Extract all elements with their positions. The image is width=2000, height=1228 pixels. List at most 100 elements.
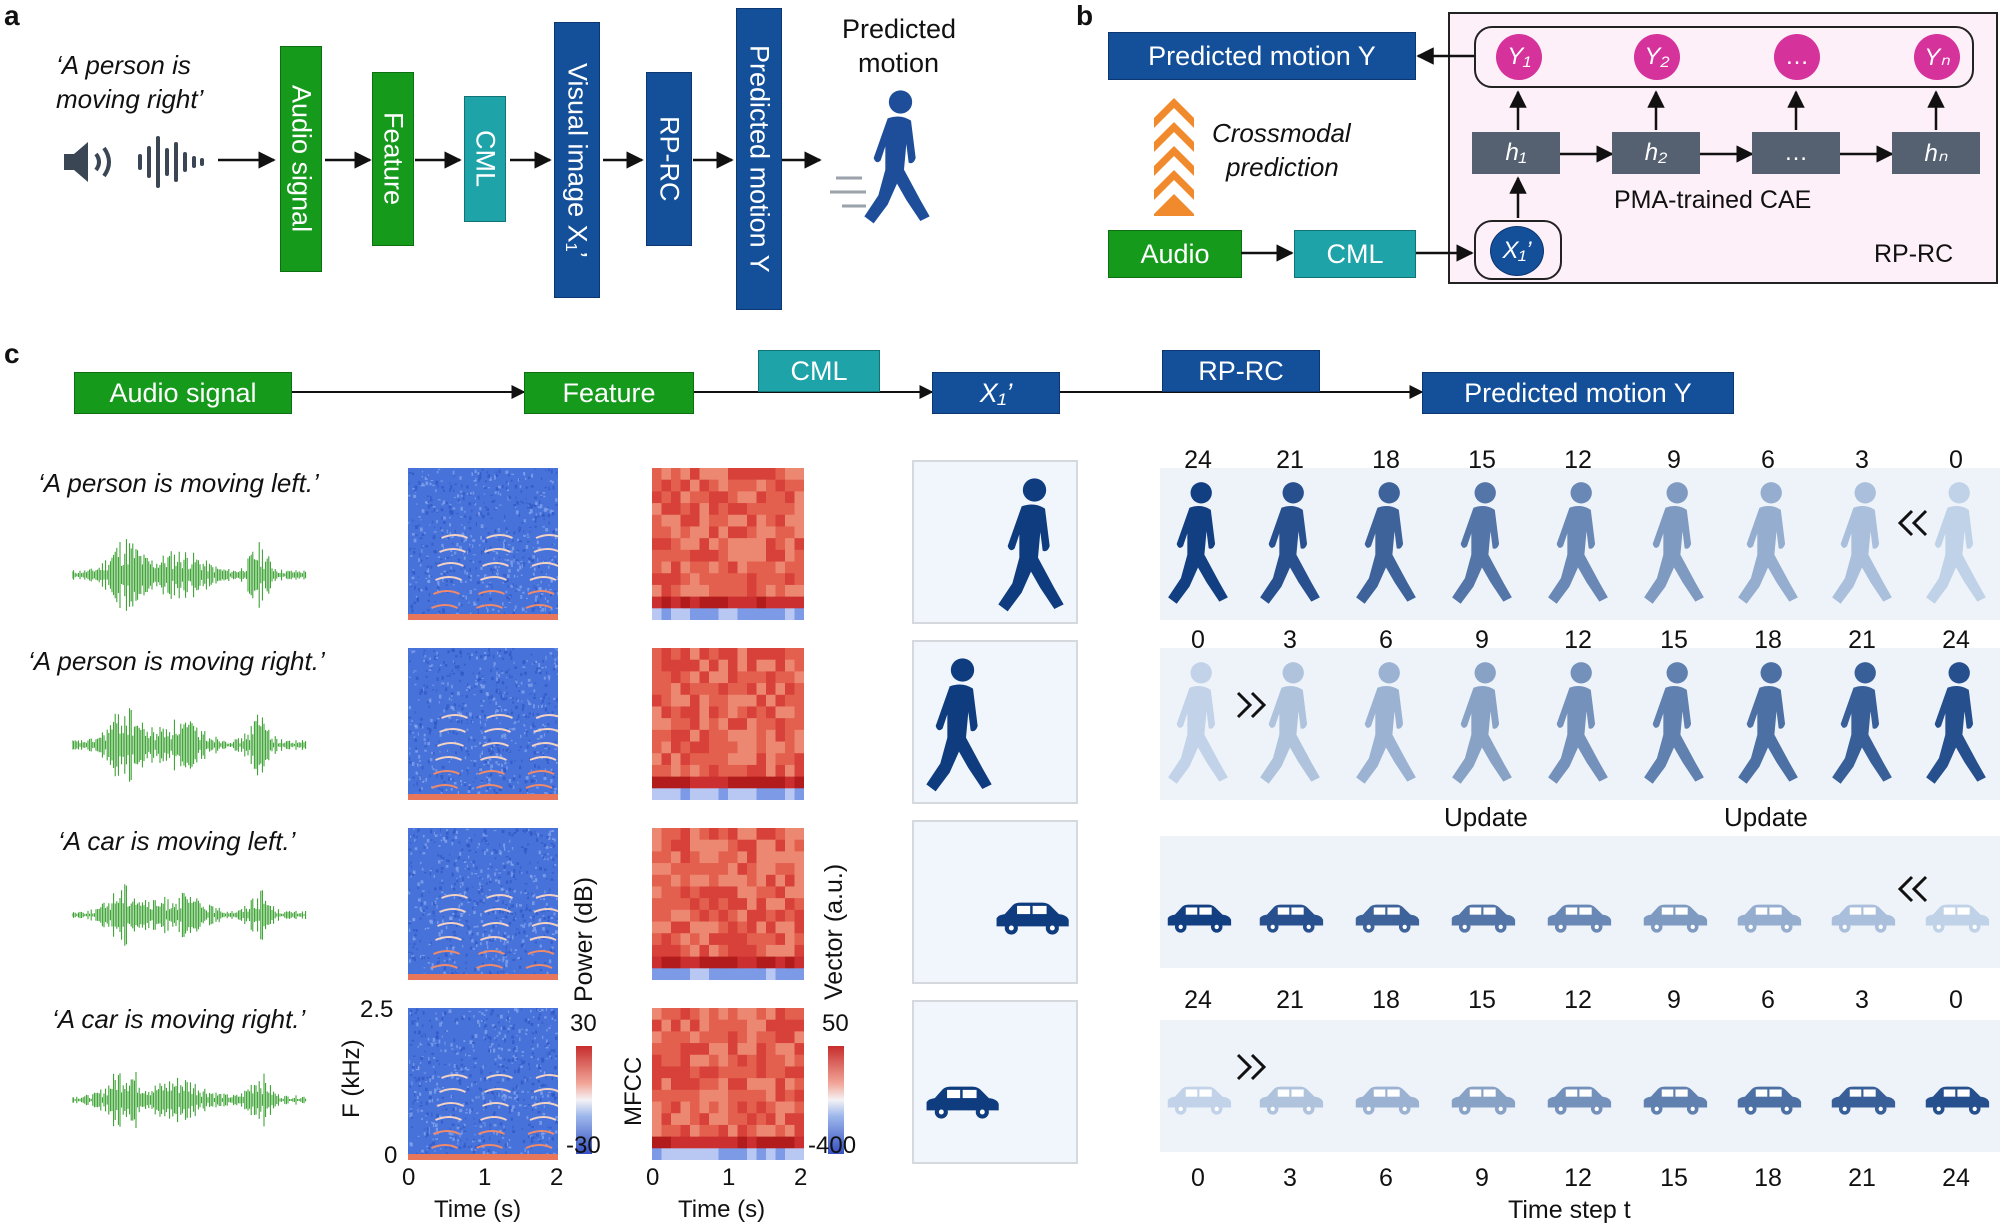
walking-person-icon (1168, 482, 1228, 604)
hidden-node-h1: h₁ (1472, 132, 1560, 174)
car-icon (1547, 1086, 1612, 1115)
sentence-3: ‘A car is moving left.’ (58, 826, 296, 856)
step-label: 12 (1564, 986, 1592, 1014)
step-label: 15 (1660, 626, 1688, 654)
panel-label-c: c (4, 338, 20, 369)
step-label: 18 (1372, 446, 1400, 474)
sentence-4: ‘A car is moving right.’ (52, 1004, 306, 1034)
car-icon (996, 902, 1069, 935)
panel-label-b: b (1076, 0, 1094, 31)
spec-xlabel: Time (s) (434, 1196, 522, 1223)
update-label-2: Update (1724, 802, 1808, 832)
walking-person-icon (1644, 482, 1704, 604)
mfcc-2 (652, 648, 804, 800)
step-label: 18 (1372, 986, 1400, 1014)
step-label: 6 (1761, 446, 1775, 474)
spec-ylabel: F (kHz) (338, 1039, 365, 1118)
car-icon (1547, 904, 1612, 933)
double-chevron-left-icon (1897, 509, 1928, 537)
mfcc-4 (652, 1008, 804, 1160)
predicted-label-2: motion (858, 48, 940, 78)
car-icon (1167, 904, 1232, 933)
walking-person-icon (1738, 662, 1798, 784)
walking-person-icon (1832, 662, 1892, 784)
step-label: 3 (1283, 626, 1297, 654)
spec-cbar-max: 30 (570, 1010, 597, 1037)
spectrogram-1 (408, 468, 558, 620)
visual-image-box: Visual image X₁’ (554, 22, 600, 298)
rprc-label: RP-RC (1874, 240, 1954, 268)
panel-label-a: a (4, 0, 20, 31)
update-label-1: Update (1444, 802, 1528, 832)
car-icon (1451, 1086, 1516, 1115)
step-label: 9 (1475, 626, 1489, 654)
step-label: 15 (1468, 986, 1496, 1014)
walking-person-icon (1260, 662, 1320, 784)
walking-person-icon (830, 90, 930, 224)
sentence-1: ‘A person is moving left.’ (38, 468, 319, 498)
flow-rprc: RP-RC (1162, 350, 1320, 392)
step-label: 3 (1283, 1164, 1297, 1192)
feature-box: Feature (372, 72, 414, 246)
walking-person-icon (1926, 662, 1986, 784)
x1-frame-3 (912, 820, 1078, 984)
step-label: 12 (1564, 626, 1592, 654)
flow-x1: X₁’ (932, 372, 1060, 414)
input-node-x1: X₁’ (1490, 226, 1544, 276)
double-chevron-right-icon (1236, 691, 1267, 719)
predicted-label-1: Predicted (842, 14, 957, 44)
mfcc-colorbar (828, 1046, 844, 1154)
input-node-container (1474, 220, 1562, 280)
panel-a-arrows (218, 151, 822, 169)
step-label: 24 (1942, 1164, 1970, 1192)
output-row (1474, 26, 1974, 88)
step-label: 18 (1754, 1164, 1782, 1192)
step-label: 15 (1660, 1164, 1688, 1192)
rprc-box: RP-RC (646, 72, 692, 246)
car-icon (1643, 904, 1708, 933)
walking-person-icon (1452, 482, 1512, 604)
flow-audio-signal: Audio signal (74, 372, 292, 414)
step-label: 15 (1468, 446, 1496, 474)
car-icon (1737, 904, 1802, 933)
car-icon (1831, 1086, 1896, 1115)
walking-person-icon (1832, 482, 1892, 604)
step-label: 3 (1855, 986, 1869, 1014)
step-label: 18 (1754, 626, 1782, 654)
quote-line-1: ‘A person is (56, 50, 191, 80)
crossmodal-line-2: prediction (1226, 152, 1339, 182)
step-label: 0 (1191, 626, 1205, 654)
crossmodal-arrow-icon (1154, 98, 1194, 216)
step-label: 0 (1949, 986, 1963, 1014)
double-chevron-right-icon (1236, 1053, 1267, 1081)
car-icon (1925, 1086, 1990, 1115)
double-chevron-left-icon (1897, 875, 1928, 903)
cml-box-b: CML (1294, 230, 1416, 278)
panel-c-flow-arrows (290, 385, 1424, 399)
car-icon (1167, 1086, 1232, 1115)
mfcc-ylabel: MFCC (620, 1056, 647, 1126)
step-label: 9 (1667, 446, 1681, 474)
walking-person-icon (926, 658, 992, 792)
predicted-motion-box: Predicted motion Y (736, 8, 782, 310)
walking-person-icon (1356, 662, 1416, 784)
step-label: 6 (1379, 626, 1393, 654)
car-icon (1925, 904, 1990, 933)
flow-predicted-motion: Predicted motion Y (1422, 372, 1734, 414)
output-node-y2: Y₂ (1634, 34, 1680, 80)
walking-person-icon (998, 478, 1064, 612)
x1-frame-1 (912, 460, 1078, 624)
walking-person-icon (1548, 482, 1608, 604)
step-label: 21 (1276, 446, 1304, 474)
audio-signal-box: Audio signal (280, 46, 322, 272)
motion-strip-3 (1160, 836, 2000, 968)
mfcc-3 (652, 828, 804, 980)
output-node-yn: Yₙ (1914, 34, 1960, 80)
x1-frame-4 (912, 1000, 1078, 1164)
step-label: 21 (1848, 626, 1876, 654)
spec-cbar-min: -30 (566, 1132, 601, 1159)
car-icon (1355, 1086, 1420, 1115)
car-icon (1831, 904, 1896, 933)
flow-cml: CML (758, 350, 880, 392)
cae-label: PMA-trained CAE (1614, 186, 1812, 214)
